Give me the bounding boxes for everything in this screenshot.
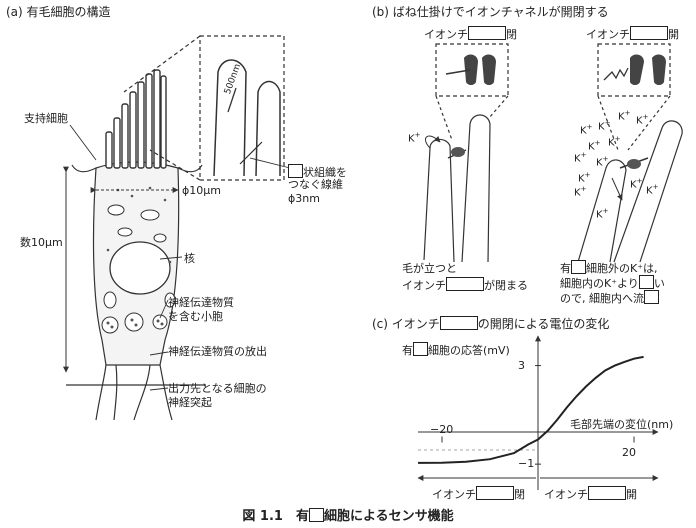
blank-box — [468, 26, 506, 40]
blank-box — [446, 277, 484, 291]
target-label-2: 神経突起 — [168, 396, 212, 409]
closed-state-label: イオンチ閉 — [432, 486, 525, 501]
right-caption-2: 細胞内のK⁺よりい — [560, 275, 665, 290]
open-state-label: イオンチ開 — [544, 486, 637, 501]
k-ion: K+ — [618, 108, 630, 122]
k-ion: K+ — [408, 130, 420, 144]
fiber-label-2: つなぐ線維 — [288, 178, 343, 191]
panel-b-title: (b) ばね仕掛けでイオンチャネルが開閉する — [372, 6, 609, 19]
vesicle-label-1: 神経伝達物質 — [168, 296, 234, 309]
blank-box — [644, 290, 659, 304]
vesicle-label-2: を含む小胞 — [168, 310, 223, 323]
left-caption-1: 毛が立つと — [402, 262, 457, 275]
blank-box — [639, 275, 654, 289]
k-ion: K+ — [598, 118, 610, 132]
figure-caption: 図 1.1 有細胞によるセンサ機能 — [0, 505, 696, 524]
blank-box — [571, 260, 586, 274]
k-ion: K+ — [646, 182, 658, 196]
blank-box — [630, 26, 668, 40]
right-caption-3: ので, 細胞内へ流 — [560, 290, 659, 305]
nucleus — [110, 242, 170, 294]
panel-a-title: (a) 有毛細胞の構造 — [6, 6, 111, 19]
chart-y-label: 有細胞の応答(mV) — [402, 342, 510, 357]
fiber-label-1: 状組織を — [288, 164, 347, 179]
panel-c-title: (c) イオンチの開閉による電位の変化 — [372, 316, 609, 331]
right-caption-1: 有細胞外のK⁺は, — [560, 260, 658, 275]
blank-box — [588, 486, 626, 500]
blank-box — [440, 316, 478, 330]
k-ion: K+ — [596, 154, 608, 168]
k-ion: K+ — [588, 138, 600, 152]
blank-box — [476, 486, 514, 500]
blank-box — [309, 508, 324, 522]
k-ion: K+ — [580, 122, 592, 136]
k-ion: K+ — [608, 134, 620, 148]
k-ion: K+ — [636, 112, 648, 126]
fiber-label-3: ϕ3nm — [288, 192, 320, 205]
ion-channel-diagram — [424, 44, 682, 262]
y-tick-label: 3 — [518, 359, 525, 372]
k-ion: K+ — [574, 150, 586, 164]
y-tick-label: −1 — [518, 457, 534, 470]
x-tick-label: −20 — [430, 423, 453, 436]
height-label: 数10μm — [20, 236, 63, 249]
blank-box — [288, 164, 303, 178]
open-channel-label: イオンチ開 — [586, 26, 679, 41]
hair-cell-diagram — [66, 36, 290, 420]
hair-bundle — [106, 70, 166, 168]
target-label-1: 出力先となる細胞の — [168, 382, 267, 395]
x-tick-label: 20 — [622, 446, 636, 459]
closed-channel-label: イオンチ閉 — [424, 26, 517, 41]
width-label: ϕ10μm — [182, 184, 221, 197]
k-ion: K+ — [578, 170, 590, 184]
k-ion: K+ — [596, 206, 608, 220]
k-ion: K+ — [574, 184, 586, 198]
nucleus-label: 核 — [184, 252, 195, 265]
potential-chart — [418, 336, 658, 490]
k-ion: K+ — [630, 176, 642, 190]
chart-x-label: 毛部先端の変位(nm) — [570, 418, 673, 431]
release-label: 神経伝達物質の放出 — [168, 345, 267, 358]
blank-box — [413, 342, 428, 356]
response-curve — [418, 357, 644, 463]
left-caption-2: イオンチが閉まる — [402, 277, 528, 292]
support-cell-label: 支持細胞 — [24, 112, 68, 125]
